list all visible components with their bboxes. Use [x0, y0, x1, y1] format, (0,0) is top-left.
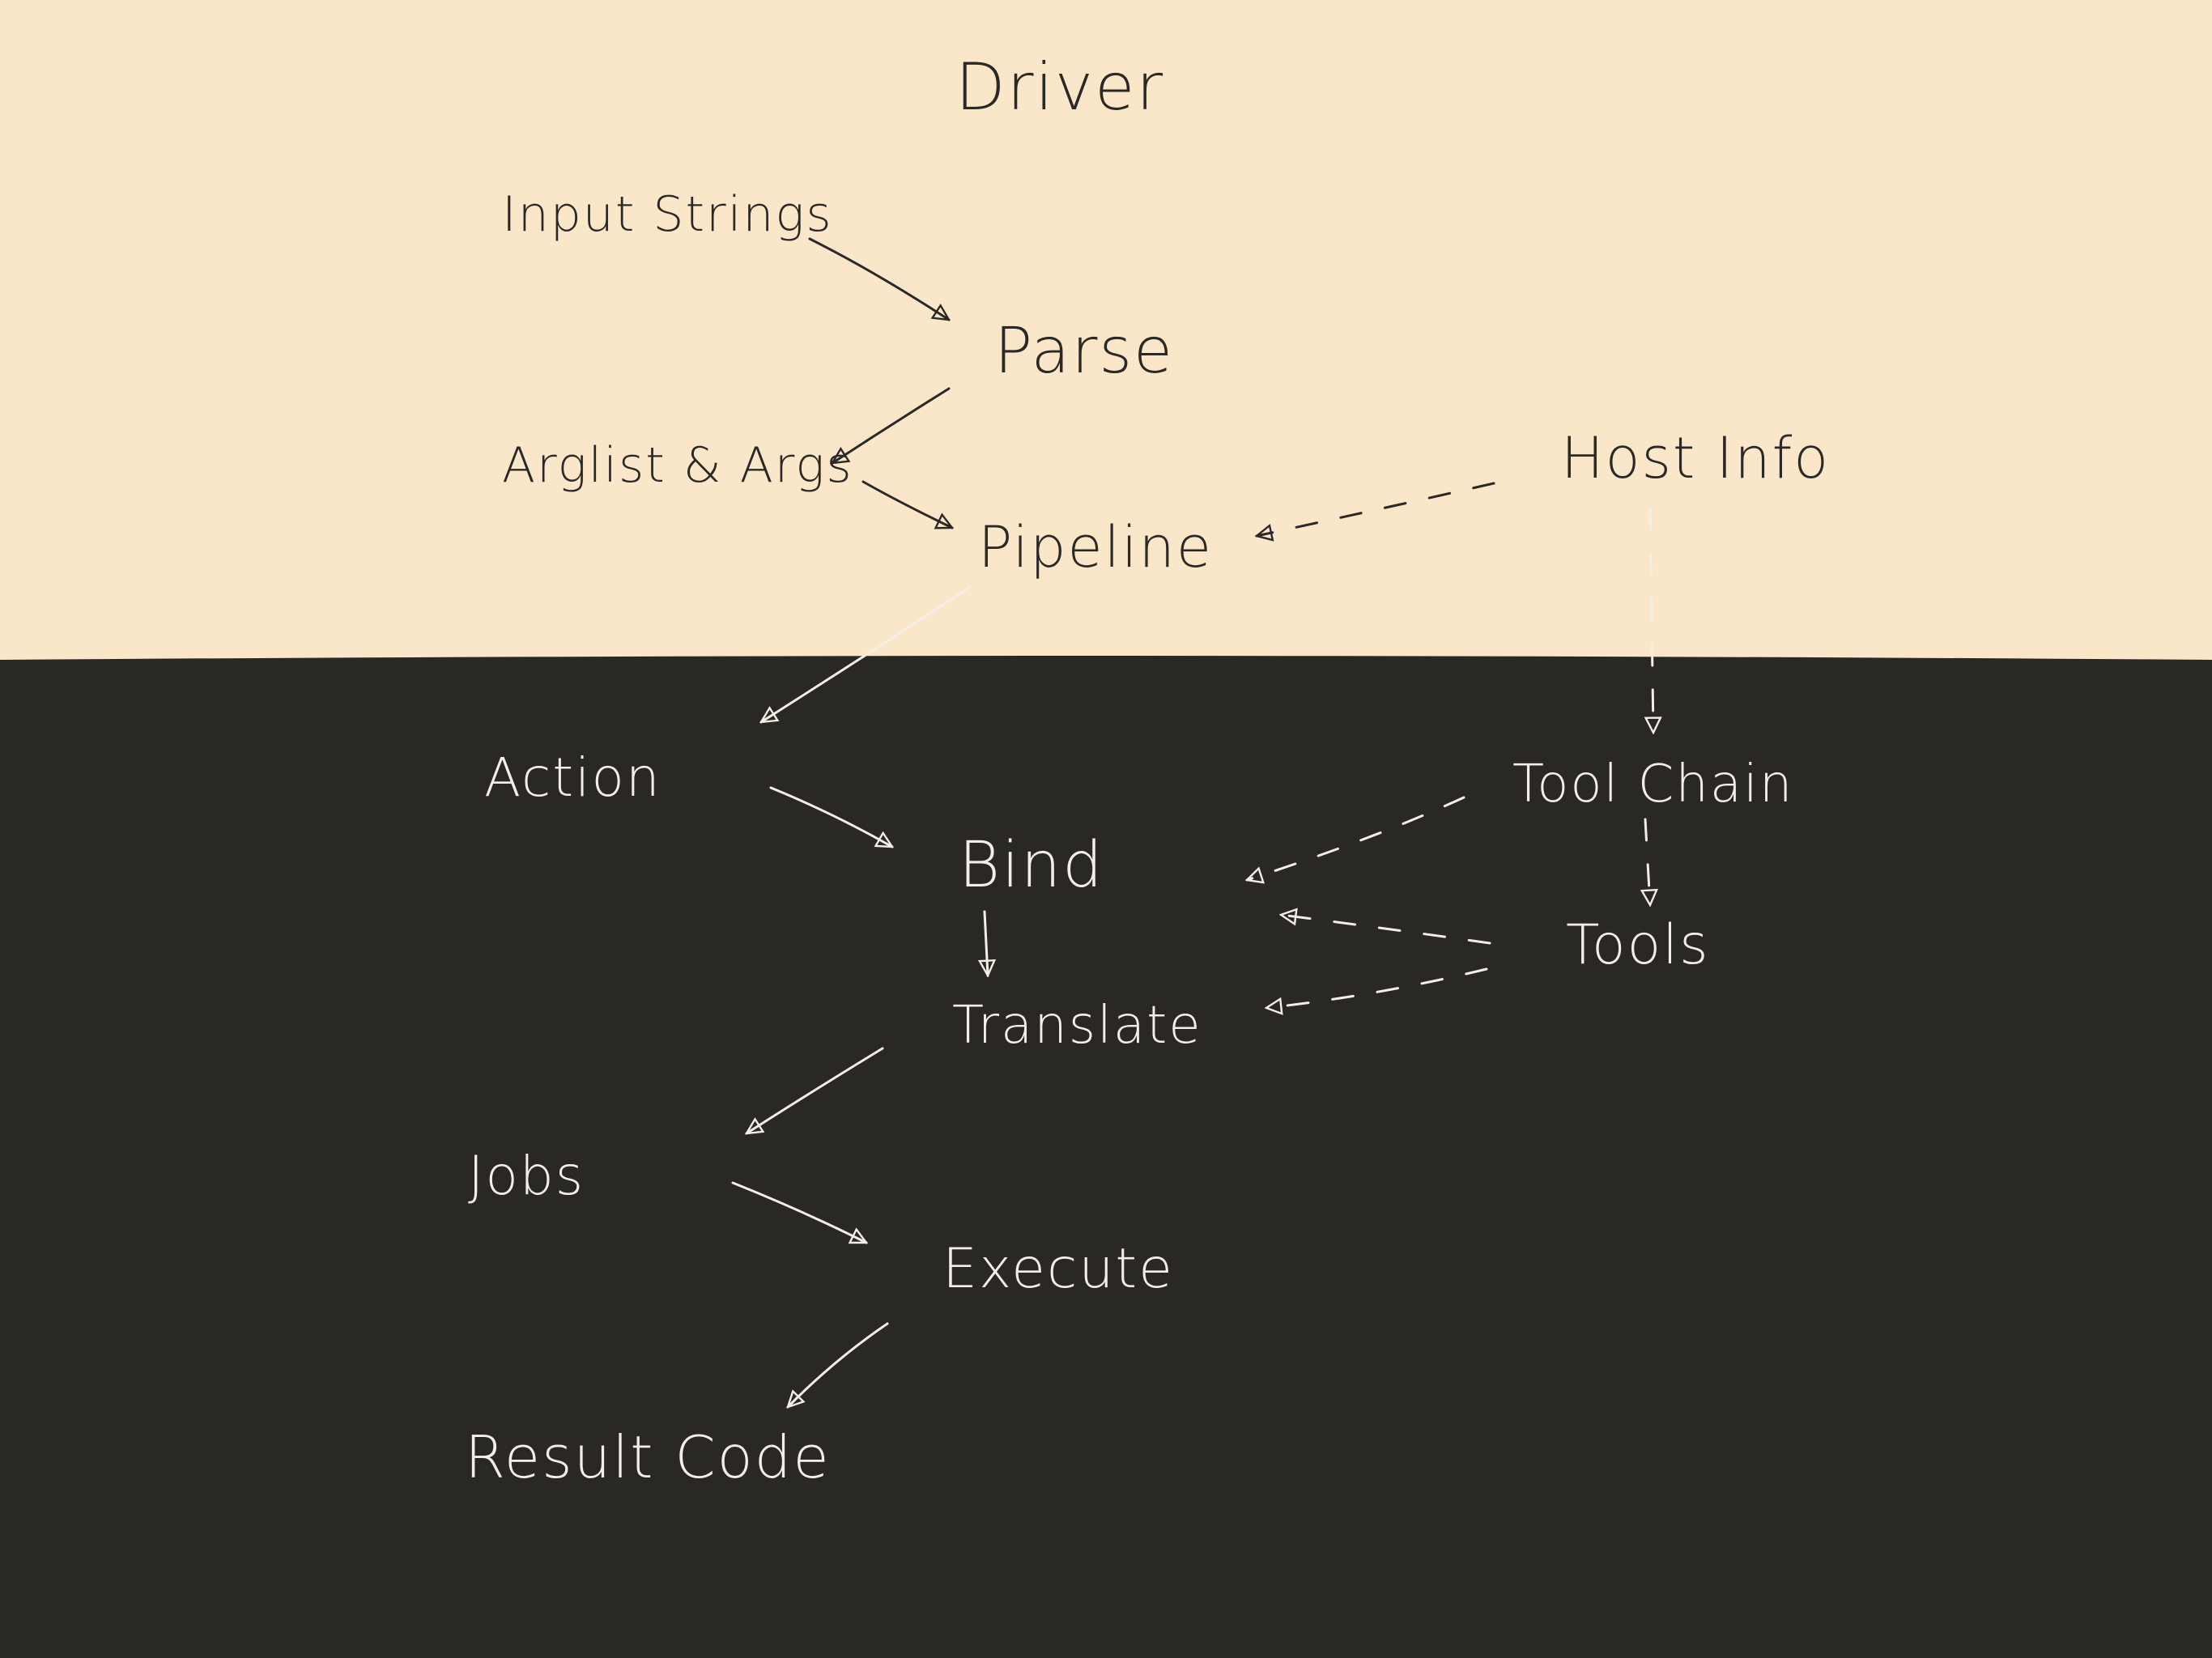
edge-toolchain-to-tools	[1645, 818, 1650, 905]
edge-tools-to-translate	[1266, 967, 1488, 1008]
edge-tools-to-bind	[1281, 915, 1491, 945]
node-result-code: Result Code	[465, 1423, 831, 1491]
top-region-background	[0, 0, 2212, 660]
edge-jobs-to-execute	[731, 1181, 866, 1244]
node-tools: Tools	[1566, 913, 1710, 977]
diagram-title: Driver	[955, 49, 1164, 125]
bottom-region-background	[0, 656, 2212, 1658]
node-execute: Execute	[942, 1237, 1174, 1301]
edge-pipeline-to-action	[761, 585, 972, 724]
node-host-info: Host Info	[1561, 425, 1830, 491]
edge-hostinfo-to-toolchain	[1650, 507, 1653, 733]
node-input-strings: Input Strings	[502, 186, 833, 243]
node-arglist-args: Arglist & Args	[502, 437, 853, 494]
edge-action-to-bind	[769, 786, 892, 848]
node-translate: Translate	[952, 996, 1202, 1056]
node-jobs: Jobs	[468, 1145, 585, 1207]
edge-execute-to-result-code	[788, 1322, 889, 1407]
edge-bind-to-translate	[985, 910, 988, 976]
node-pipeline: Pipeline	[978, 514, 1213, 580]
edge-toolchain-to-bind	[1247, 796, 1465, 880]
node-bind: Bind	[959, 829, 1104, 902]
edge-parse-to-arglist	[832, 387, 951, 465]
node-parse: Parse	[994, 315, 1174, 388]
edge-input-strings-to-parse	[808, 237, 949, 321]
node-action: Action	[484, 746, 661, 809]
edge-arglist-to-pipeline	[861, 480, 952, 529]
node-tool-chain: Tool Chain	[1512, 755, 1793, 814]
edge-translate-to-jobs	[747, 1047, 884, 1135]
